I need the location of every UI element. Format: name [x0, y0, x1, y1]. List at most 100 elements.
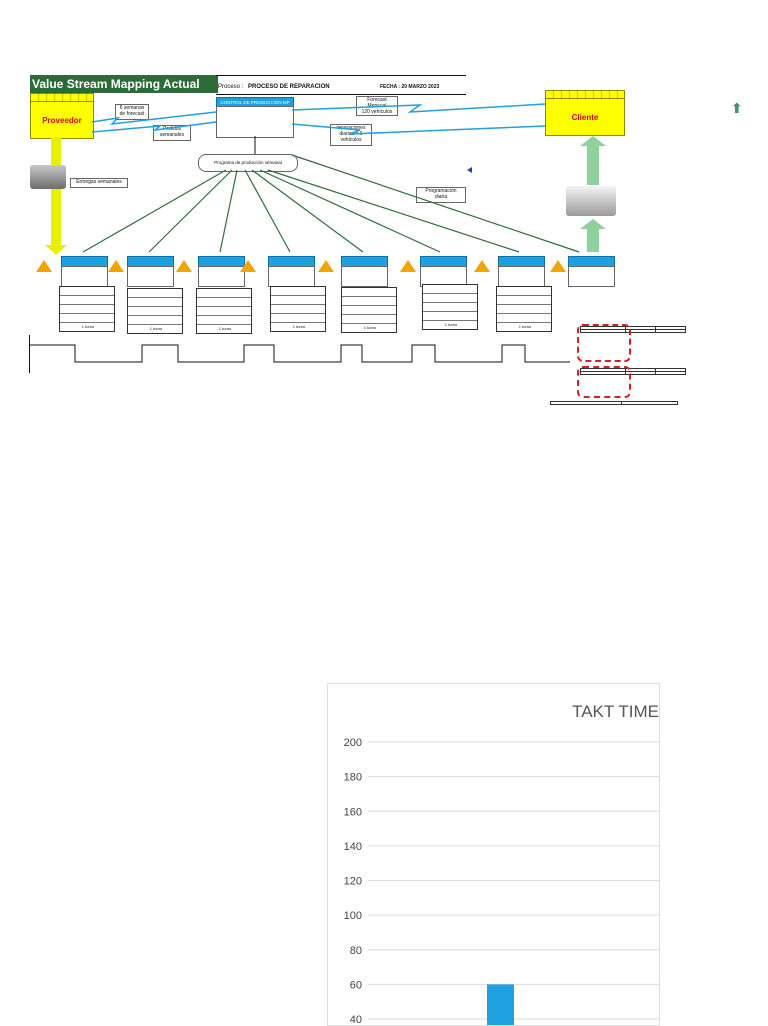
shift-info-5 — [342, 315, 396, 324]
y-tick-label-120: 120 — [344, 876, 362, 888]
shift-info-1 — [60, 314, 114, 323]
ct-value-3 — [197, 289, 251, 298]
operator-box-1 — [61, 266, 108, 287]
left-margin-line — [29, 335, 30, 373]
data-box-5: 1 turno — [341, 287, 397, 333]
up-arrow-icon: ⬆ — [731, 100, 743, 116]
y-tick-label-200: 200 — [344, 737, 362, 749]
shift-info-2 — [128, 316, 182, 325]
y-tick-label-100: 100 — [344, 910, 362, 922]
disp-value-3 — [197, 307, 251, 316]
y-tick-label-140: 140 — [344, 841, 362, 853]
shift-info-6 — [423, 312, 477, 321]
shift-info-3 — [197, 316, 251, 325]
tcp-value-3 — [197, 298, 251, 307]
disp-value-2 — [128, 307, 182, 316]
operator-box-5 — [341, 266, 388, 287]
customer-box: Cliente — [545, 98, 625, 136]
inventory-triangle-2 — [108, 260, 124, 272]
lead-time-ladder — [30, 338, 570, 364]
supplier-box: Proveedor — [30, 101, 94, 139]
y-tick-label-60: 60 — [350, 979, 362, 991]
supplier-factory-roof — [30, 93, 94, 102]
operator-box-4 — [268, 266, 315, 287]
tcp-value-4 — [271, 296, 325, 305]
shift-value-5: 1 turno — [363, 325, 377, 330]
y-tick-label-80: 80 — [350, 945, 362, 957]
data-box-6: 1 turno — [422, 284, 478, 330]
customer-factory-roof — [545, 90, 625, 99]
value-time-unit — [655, 329, 686, 333]
car-image-left — [30, 165, 66, 189]
takt-bar-1 — [487, 984, 514, 1025]
highlight-top — [577, 324, 631, 362]
data-box-2: 1 turno — [127, 288, 183, 334]
disp-value-1 — [60, 305, 114, 314]
inventory-triangle-3 — [176, 260, 192, 272]
ct-value-4 — [271, 287, 325, 296]
data-box-4: 1 turno — [270, 286, 326, 332]
forecast-note-left: 6 semanas de forecast — [115, 104, 149, 120]
ct-value-5 — [342, 288, 396, 297]
inventory-triangle-4 — [240, 260, 256, 272]
inventory-triangle-8 — [550, 260, 566, 272]
takt-unit — [655, 371, 686, 375]
highlight-mid — [577, 366, 631, 398]
process-name: PROCESO DE REPARACION — [248, 84, 330, 90]
shipment-arrow-upper — [587, 145, 599, 185]
summary-table-top — [580, 326, 686, 333]
data-box-3: 1 turno — [196, 288, 252, 334]
shift-value-4: 1 turno — [292, 324, 306, 329]
disp-value-7 — [497, 305, 551, 314]
tcp-value-5 — [342, 297, 396, 306]
efficiency-label — [550, 401, 622, 405]
operator-box-7 — [498, 266, 545, 287]
tcp-value-1 — [60, 296, 114, 305]
inventory-triangle-7 — [474, 260, 490, 272]
shift-value-6: 1 turno — [444, 322, 458, 327]
header-line — [216, 75, 466, 95]
ct-value-6 — [423, 285, 477, 294]
ct-value-7 — [497, 287, 551, 296]
y-tick-label-40: 40 — [350, 1014, 362, 1025]
shift-info-4 — [271, 314, 325, 323]
programa-semanal: Programa de producción semanal — [198, 154, 298, 172]
y-tick-label-160: 160 — [344, 806, 362, 818]
disp-value-6 — [423, 303, 477, 312]
ct-value-1 — [60, 287, 114, 296]
shipment-arrow-head-lower — [580, 219, 606, 229]
disp-value-5 — [342, 306, 396, 315]
operator-box-3 — [198, 266, 245, 287]
shipment-arrow-lower — [587, 228, 599, 252]
summary-table-mid — [580, 368, 686, 375]
supplier-arrow-head — [45, 245, 67, 255]
date-label: FECHA : 20 MARZO 2023 — [380, 84, 440, 90]
car-image-right — [566, 186, 616, 216]
shipment-arrow-head-upper — [580, 136, 606, 146]
ct-value-2 — [128, 289, 182, 298]
info-flow-lines — [82, 103, 580, 253]
shift-value-2: 1 turno — [149, 326, 163, 331]
efficiency-value — [621, 401, 678, 405]
shift-value-7: 1 turno — [518, 324, 532, 329]
entregas-note: Entregas semanales — [70, 178, 128, 188]
shift-value-3: 1 turno — [218, 326, 232, 331]
operator-box-2 — [127, 266, 174, 287]
process-label: Proceso : — [218, 84, 244, 90]
inventory-triangle-5 — [318, 260, 334, 272]
vsm-title: Value Stream Mapping Actual — [30, 75, 218, 93]
tcp-value-7 — [497, 296, 551, 305]
programacion-diaria: Programación diaria — [416, 187, 466, 203]
shift-value-1: 1 turno — [81, 324, 95, 329]
shift-info-7 — [497, 314, 551, 323]
tcp-value-6 — [423, 294, 477, 303]
supplier-push-arrow — [51, 137, 61, 249]
summary-table-bottom — [550, 401, 678, 405]
disp-value-4 — [271, 305, 325, 314]
chart-title: TAKT TIME — [572, 702, 659, 721]
data-box-1: 1 turno — [59, 286, 115, 332]
data-box-7: 1 turno — [496, 286, 552, 332]
inventory-triangle-1 — [36, 260, 52, 272]
